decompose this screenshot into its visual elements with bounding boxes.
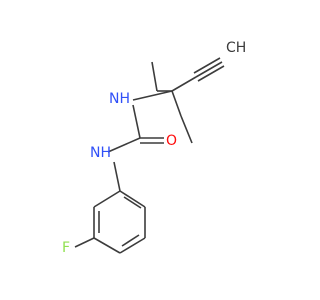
ring-bond-1 [119, 190, 146, 208]
ring-bond-3 [119, 237, 146, 254]
atom-label-nh-bottom: NH [90, 145, 111, 161]
bond-nh-ring [113, 161, 121, 192]
bond-ring-fluorine [74, 237, 95, 248]
bond-carbonyl-nh [107, 137, 141, 153]
bond-triple-1 [195, 61, 223, 78]
bond-triple-3 [197, 65, 225, 82]
ring-inner-bond-1 [123, 196, 142, 209]
bond-ethyl2-quaternary-ch2 [171, 90, 182, 117]
bond-quaternary-alkyne [171, 76, 197, 92]
bond-quaternary-nh [132, 90, 173, 101]
bond-ethyl2-ch2-ch3 [180, 115, 193, 144]
atom-label-oxygen: O [166, 133, 177, 149]
molecule-diagram: NH NH O F CH [0, 0, 300, 300]
ring-bond-6 [93, 190, 121, 208]
atom-label-fluorine: F [62, 240, 70, 256]
atom-labels: NH NH O F CH [62, 40, 246, 256]
bond-nh-carbonyl [132, 104, 141, 139]
bond-ethyl1-ch3-ch2 [151, 61, 158, 92]
atom-label-alkyne-ch: CH [226, 40, 246, 56]
ring-inner-bond-2 [121, 234, 140, 247]
ring-bond-4 [93, 237, 121, 254]
bond-triple-2 [193, 57, 221, 74]
atom-label-nh-top: NH [109, 91, 130, 107]
bonds [74, 57, 225, 254]
background [0, 0, 300, 300]
